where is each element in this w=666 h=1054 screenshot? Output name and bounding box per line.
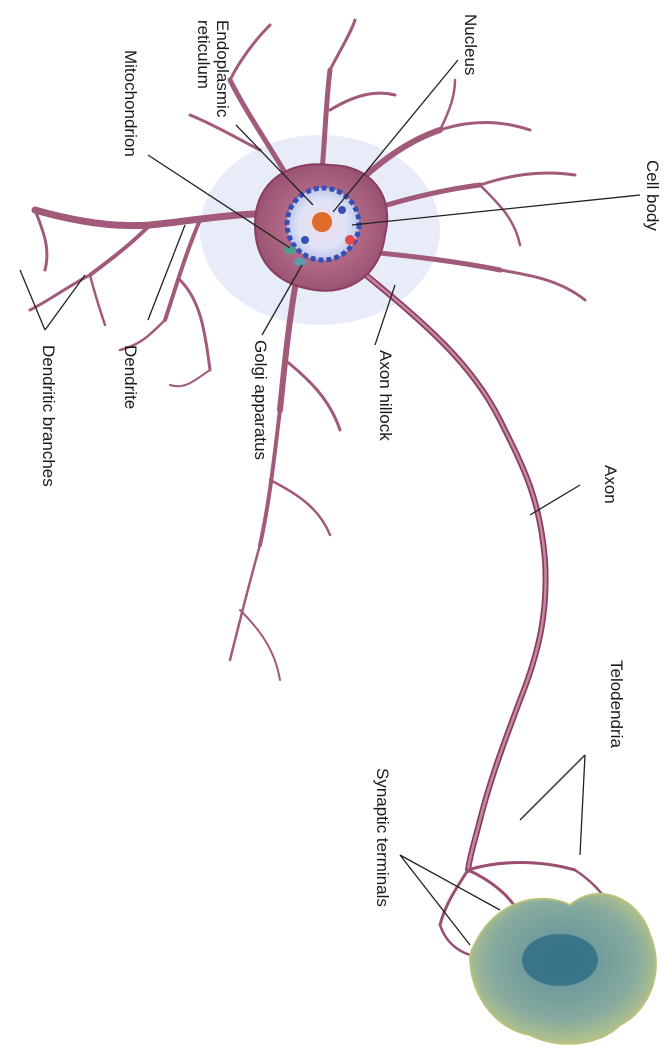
label-nucleus: Nucleus bbox=[461, 14, 480, 75]
label-endoplasmic-line1: Endoplasmic bbox=[213, 20, 232, 160]
label-synaptic-terminals: Synaptic terminals bbox=[373, 768, 392, 907]
label-endoplasmic-line2: reticulum bbox=[194, 20, 213, 160]
label-endoplasmic-reticulum: Endoplasmic reticulum bbox=[194, 20, 232, 160]
er-dot bbox=[338, 206, 346, 214]
label-dendrite: Dendrite bbox=[121, 345, 140, 409]
dendrites bbox=[30, 20, 585, 680]
er-dot bbox=[301, 236, 309, 244]
label-dendritic-branches: Dendritic branches bbox=[39, 345, 58, 487]
label-telodendria: Telodendria bbox=[607, 660, 626, 748]
target-nucleus bbox=[522, 934, 598, 986]
vesicle bbox=[345, 235, 355, 245]
label-cell-body: Cell body bbox=[643, 160, 662, 231]
label-golgi-apparatus: Golgi apparatus bbox=[251, 340, 270, 460]
label-axon-hillock: Axon hillock bbox=[376, 350, 395, 441]
nucleolus bbox=[312, 212, 332, 232]
golgi-shape bbox=[294, 258, 306, 266]
label-axon: Axon bbox=[601, 465, 620, 504]
label-mitochondrion: Mitochondrion bbox=[121, 50, 140, 157]
mitochondrion-shape bbox=[284, 246, 296, 254]
